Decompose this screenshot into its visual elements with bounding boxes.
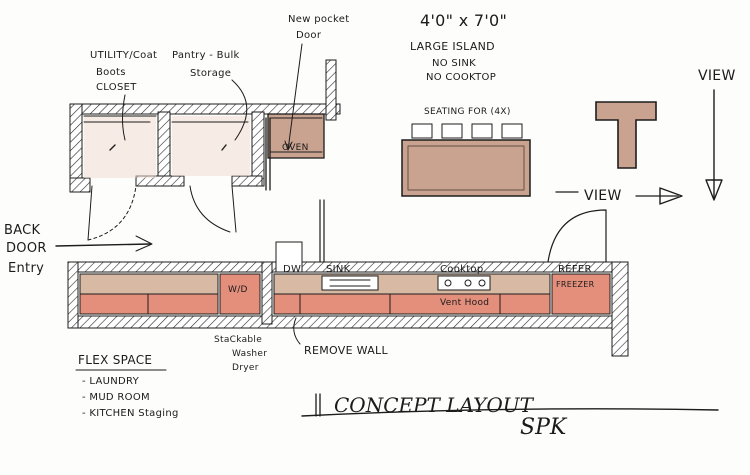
- utility-line-2: Boots: [96, 67, 126, 78]
- flex-item-2: - MUD ROOM: [82, 392, 150, 403]
- stackable-line-3: Dryer: [232, 363, 259, 373]
- refer-label: REFER: [558, 264, 592, 275]
- back-door-line-1: BACK: [4, 223, 41, 238]
- sink-label: SINK: [326, 264, 351, 275]
- back-door-label: BACK DOOR Entry: [4, 223, 153, 276]
- stackable-label: StaCkable Washer Dryer: [214, 335, 267, 373]
- lower-walls: [67, 261, 629, 357]
- pantry-line-1: Pantry - Bulk: [172, 50, 240, 61]
- closet-interiors: [83, 115, 250, 178]
- view-mid-marker: VIEW: [555, 187, 683, 205]
- kitchen-fixtures: [275, 199, 607, 273]
- pocket-door-line-1: New pocket: [288, 14, 349, 25]
- pantry-line-2: Storage: [190, 68, 231, 79]
- island-label: 4'0" x 7'0" LARGE ISLAND NO SINK NO COOK…: [410, 11, 511, 117]
- view-mid-label: VIEW: [584, 188, 622, 204]
- flex-item-3: - KITCHEN Staging: [82, 408, 179, 419]
- pocket-door-line-2: Door: [296, 30, 322, 41]
- signature: SPK: [520, 415, 568, 440]
- counters: W/D: [79, 273, 611, 315]
- cooktop-label: Cooktop: [440, 264, 484, 275]
- freezer-label: FREEZER: [556, 280, 595, 289]
- pantry-label: Pantry - Bulk Storage: [172, 50, 248, 141]
- dw-label: DW: [283, 264, 301, 275]
- oven-label: OVEN: [282, 143, 309, 153]
- utility-label: UTILITY/Coat Boots CLOSET: [90, 50, 157, 141]
- concept-title: CONCEPT LAYOUT SPK: [301, 393, 719, 440]
- view-top-marker: VIEW: [698, 68, 736, 201]
- vent-label: Vent Hood: [440, 298, 489, 308]
- utility-line-3: CLOSET: [96, 82, 137, 93]
- island: [401, 139, 531, 197]
- t-symbol: [595, 101, 657, 169]
- stackable-line-1: StaCkable: [214, 335, 262, 345]
- view-top-label: VIEW: [698, 68, 736, 84]
- island-drawing: [401, 123, 531, 197]
- flex-space-notes: FLEX SPACE - LAUNDRY - MUD ROOM - KITCHE…: [75, 353, 179, 419]
- flex-item-1: - LAUNDRY: [82, 376, 140, 387]
- remove-wall-text: REMOVE WALL: [304, 344, 388, 357]
- pocket-door-label: New pocket Door: [284, 14, 349, 151]
- back-door-line-2: DOOR: [6, 241, 47, 256]
- island-dims: 4'0" x 7'0": [420, 11, 507, 30]
- pocket-door-oven-area: OVEN: [265, 113, 325, 191]
- island-desc-1: LARGE ISLAND: [410, 40, 495, 53]
- utility-line-1: UTILITY/Coat: [90, 50, 157, 61]
- flex-title: FLEX SPACE: [78, 353, 152, 367]
- counter-labels: DW SINK Cooktop Vent Hood REFER FREEZER: [283, 264, 595, 308]
- island-desc-3: NO COOKTOP: [426, 72, 496, 83]
- closet-doors: [87, 144, 237, 241]
- wd-label: W/D: [228, 285, 248, 295]
- upper-walls: [69, 59, 341, 193]
- remove-wall-label: REMOVE WALL: [293, 317, 388, 357]
- seating-label: SEATING FOR (4X): [424, 107, 511, 117]
- back-door-line-3: Entry: [8, 261, 44, 276]
- stackable-line-2: Washer: [232, 349, 267, 359]
- island-desc-2: NO SINK: [432, 58, 476, 69]
